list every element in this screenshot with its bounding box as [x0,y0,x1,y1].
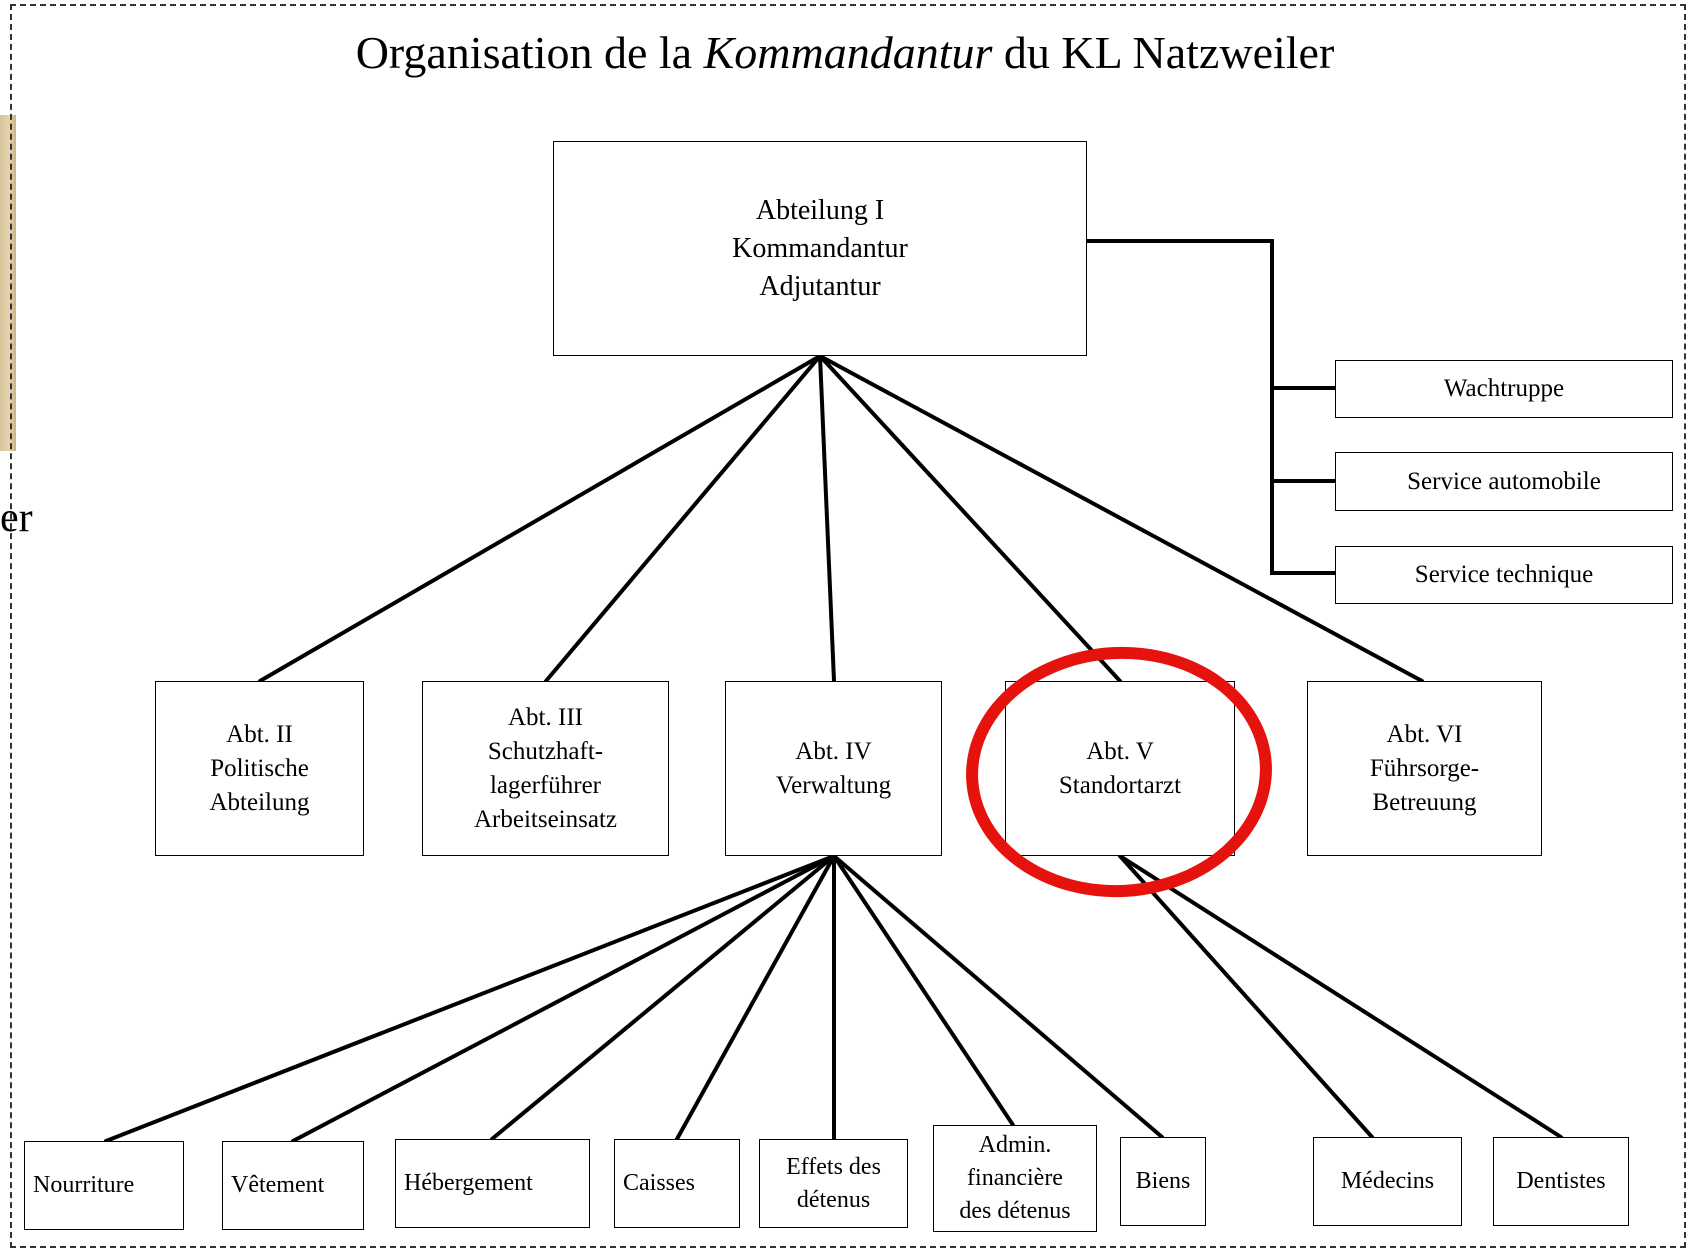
node-nourriture: Nourriture [24,1141,184,1230]
node-abt-6: Abt. VI Führsorge- Betreuung [1307,681,1542,856]
node-medecins: Médecins [1313,1137,1462,1226]
node-vetement: Vêtement [222,1141,364,1230]
node-service-technique: Service technique [1335,546,1673,604]
node-abt-5: Abt. V Standortarzt [1005,681,1235,856]
link-abt4-admin [832,854,1015,1127]
link-abt4-caisses [675,854,836,1141]
link-abt4-nourriture [104,854,836,1143]
title-suffix: du KL Natzweiler [992,27,1335,78]
node-hebergement: Hébergement [395,1139,590,1228]
link-root-abt4 [818,354,836,683]
link-abt5-medecins [1118,854,1374,1139]
link-abt4-biens [832,854,1164,1139]
node-dentistes: Dentistes [1493,1137,1629,1226]
link-abt5-dentistes [1118,854,1563,1139]
node-abt-2: Abt. II Politische Abteilung [155,681,364,856]
chart-title: Organisation de la Kommandantur du KL Na… [0,27,1690,79]
node-abt-4: Abt. IV Verwaltung [725,681,942,856]
node-wachtruppe: Wachtruppe [1335,360,1673,418]
root-node-abteilung-1: Abteilung I Kommandantur Adjutantur [553,141,1087,356]
link-abt4-hebergement [490,854,836,1141]
node-abt-3: Abt. III Schutzhaft- lagerführer Arbeits… [422,681,669,856]
link-root-abt5 [818,354,1122,683]
node-caisses: Caisses [614,1139,740,1228]
title-prefix: Organisation de la [355,27,704,78]
link-root-abt6 [818,354,1424,683]
parchment-background-fragment [0,115,16,451]
node-biens: Biens [1120,1137,1206,1226]
link-root-abt2 [258,354,822,683]
left-text-fragment: er [0,495,33,541]
dashed-frame [10,4,1686,1248]
link-abt4-vetement [291,854,836,1143]
link-root-abt3 [544,354,822,683]
node-effets-des-detenus: Effets des détenus [759,1139,908,1228]
node-service-automobile: Service automobile [1335,452,1673,511]
title-italic: Kommandantur [703,27,993,78]
node-admin-financiere: Admin. financière des détenus [933,1125,1097,1232]
link-root-services-bracket [1084,239,1337,575]
